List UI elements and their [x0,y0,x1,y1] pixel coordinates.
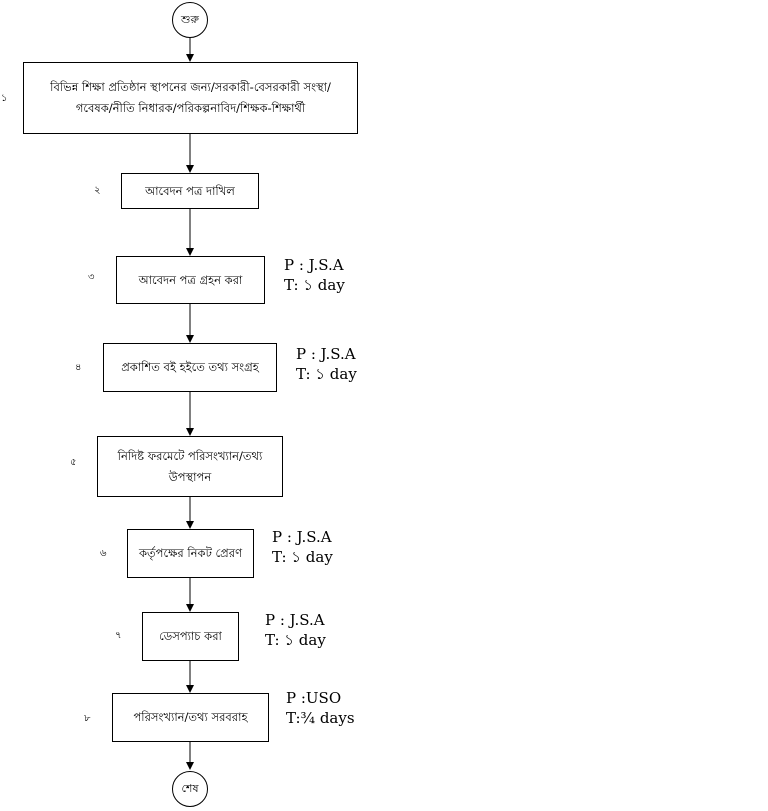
time-label: T: ১ day [272,548,333,566]
step-2-box: আবেদন পত্র দাখিল [121,173,259,209]
step-number: ২ [94,185,101,196]
step-7-annotation: P : J.S.A T: ১ day [265,610,326,650]
end-node: শেষ [172,771,208,807]
step-3-box: আবেদন পত্র গ্রহন করা [116,256,265,304]
step-number: ৭ [115,630,122,641]
step-number: ১ [1,93,8,104]
step-8-annotation: P :USO T:¾ days [286,688,355,728]
step-number: ৬ [100,548,107,559]
performer-label: P :USO [286,689,342,707]
step-number: ৫ [70,457,77,468]
step-4-box: প্রকাশিত বই হইতে তথ্য সংগ্রহ [103,343,277,392]
time-label: T:¾ days [286,709,355,727]
start-node: শুরু [172,2,208,38]
step-number: ৪ [75,362,82,373]
step-8-box: পরিসংখ্যান/তথ্য সরবরাহ [112,693,269,742]
step-number: ৮ [84,713,91,724]
step-6-annotation: P : J.S.A T: ১ day [272,527,333,567]
performer-label: P : J.S.A [284,256,344,274]
performer-label: P : J.S.A [296,345,356,363]
performer-label: P : J.S.A [265,611,325,629]
time-label: T: ১ day [284,276,345,294]
step-3-annotation: P : J.S.A T: ১ day [284,255,345,295]
step-6-box: কর্তৃপক্ষের নিকট প্রেরণ [127,529,254,578]
step-5-box: নিদিষ্ট ফরমেটে পরিসংখ্যান/তথ্য উপস্থাপন [97,436,283,497]
step-1-box: বিভিন্ন শিক্ষা প্রতিষ্ঠান স্থাপনের জন্য/… [23,62,358,134]
step-7-box: ডেসপ্যাচ করা [142,612,239,661]
time-label: T: ১ day [265,631,326,649]
step-4-annotation: P : J.S.A T: ১ day [296,344,357,384]
step-number: ৩ [88,272,95,283]
performer-label: P : J.S.A [272,528,332,546]
time-label: T: ১ day [296,365,357,383]
